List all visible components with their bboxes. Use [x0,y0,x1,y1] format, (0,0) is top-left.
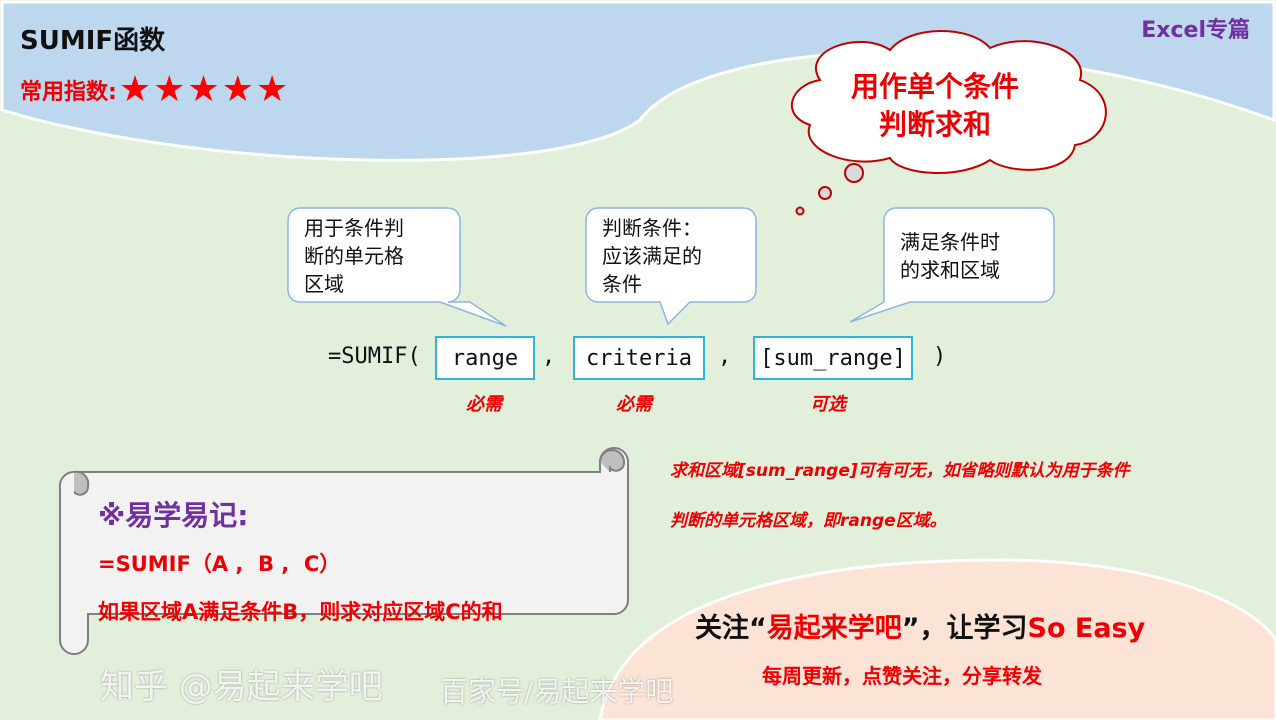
separator: , [718,344,732,369]
bottom-band [598,558,1276,720]
weekly-update: 每周更新，点赞关注，分享转发 [762,664,1042,688]
star-icon: ★ [118,69,152,110]
scroll-explanation: 如果区域A满足条件B，则求对应区域C的和 [98,600,503,624]
star-icon: ★ [255,69,289,110]
arg-criteria: criteria [573,336,705,380]
star-icon: ★ [221,69,254,110]
callout-line: 的求和区域 [900,258,1000,282]
cloud-line-2: 判断求和 [878,108,991,141]
callout-line: 断的单元格 [304,244,404,268]
formula-suffix: ) [933,344,947,369]
callout-line: 判断条件： [602,216,702,240]
follow-prefix: 关注“ [695,613,767,644]
thought-cloud [790,30,1107,216]
tag-optional: 可选 [810,394,846,415]
follow-slogan: 关注“易起来学吧”，让学习So Easy [695,606,1145,645]
category-badge: Excel专篇 [1141,18,1250,43]
usage-rating: 常用指数: ★★★★★ [20,72,288,108]
rating-label: 常用指数: [20,80,117,105]
tag-required: 必需 [616,394,652,415]
callout-line: 区域 [304,272,344,296]
callout-sum-range: 满足条件时 的求和区域 [900,228,1000,284]
page-title: SUMIF函数 [20,26,166,56]
watermark-baijiahao: 百家号/易起来学吧 [440,675,674,708]
callout-line: 满足条件时 [900,230,1000,254]
callout-bubble-criteria [585,207,757,326]
separator: , [542,344,556,369]
account-name: 易起来学吧 [766,613,902,644]
star-icon: ★ [153,69,186,110]
callout-bubble-sum-range [849,207,1055,323]
tag-required: 必需 [466,394,502,415]
arg-range: range [435,336,535,380]
arg-sum-range: [sum_range] [753,336,913,380]
follow-suffix: So Easy [1027,613,1146,644]
callout-bubble-range [287,207,507,327]
callout-range: 用于条件判 断的单元格 区域 [304,214,404,298]
star-icon: ★ [187,69,220,110]
formula-prefix: =SUMIF( [328,344,421,369]
cloud-line-1: 用作单个条件 [850,70,1019,103]
watermark-zhihu: 知乎 @易起来学吧 [100,667,383,707]
note-line-2: 判断的单元格区域，即range区域。 [670,511,947,531]
callout-line: 用于条件判 [304,216,404,240]
follow-mid: ”，让学习 [901,613,1028,644]
scroll-formula: =SUMIF（A , B , C） [98,552,341,576]
scroll-shape [58,447,629,655]
scroll-heading: ※易学易记: [98,499,249,532]
cloud-text: 用作单个条件 判断求和 [800,68,1070,144]
callout-criteria: 判断条件： 应该满足的 条件 [602,214,702,298]
callout-line: 应该满足的 [602,244,702,268]
callout-line: 条件 [602,272,642,296]
note-line-1: 求和区域[sum_range]可有可无，如省略则默认为用于条件 [670,461,1130,481]
rating-stars: ★★★★★ [117,72,288,108]
